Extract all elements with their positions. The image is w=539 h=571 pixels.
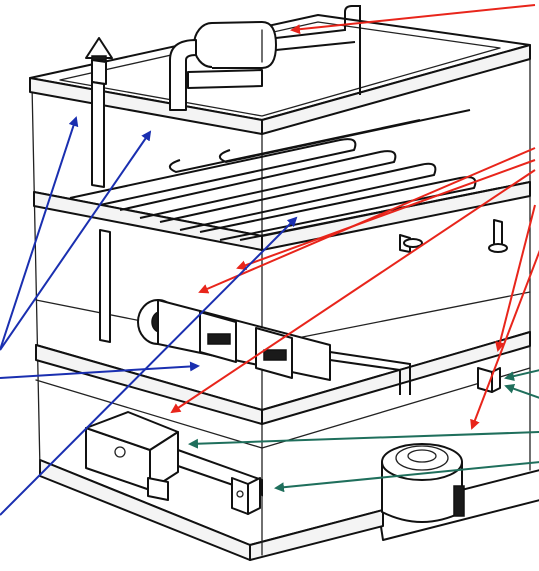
blue-arrow-coil (0, 216, 298, 516)
teal-arrow-wall-sensor-a (504, 369, 539, 382)
blue-arrow-roof-left (0, 116, 79, 351)
support-columns (91, 81, 508, 343)
cooling-tower (381, 443, 465, 523)
red-arrow-coil (236, 159, 536, 270)
roof-vent-cap (85, 37, 113, 85)
teal-arrow-boiler (188, 431, 539, 449)
red-arrow-cooling-tower (470, 249, 539, 430)
red-arrow-wall-sensor (495, 204, 536, 352)
teal-arrow-ground-sensor (274, 461, 539, 493)
blue-arrow-damper (0, 361, 200, 379)
red-leader-arrows (170, 4, 539, 430)
lower-floor-slab (35, 331, 531, 449)
ground-sensor-box (231, 477, 261, 515)
roof-slab (29, 14, 531, 135)
red-arrow-boiler (170, 169, 536, 414)
damper-duct (137, 299, 411, 395)
wall-sensor-box (477, 367, 501, 393)
blue-leader-arrows (0, 116, 298, 516)
red-arrow-blower (290, 4, 536, 35)
serpentine-coil (69, 109, 501, 241)
boiler-unit (85, 411, 263, 501)
teal-leader-arrows (188, 369, 539, 493)
ground-floor-slab (39, 459, 539, 561)
blue-arrow-roof-inner (0, 130, 152, 351)
roof-blower-unit (169, 5, 361, 111)
teal-arrow-wall-sensor-b (504, 383, 539, 399)
